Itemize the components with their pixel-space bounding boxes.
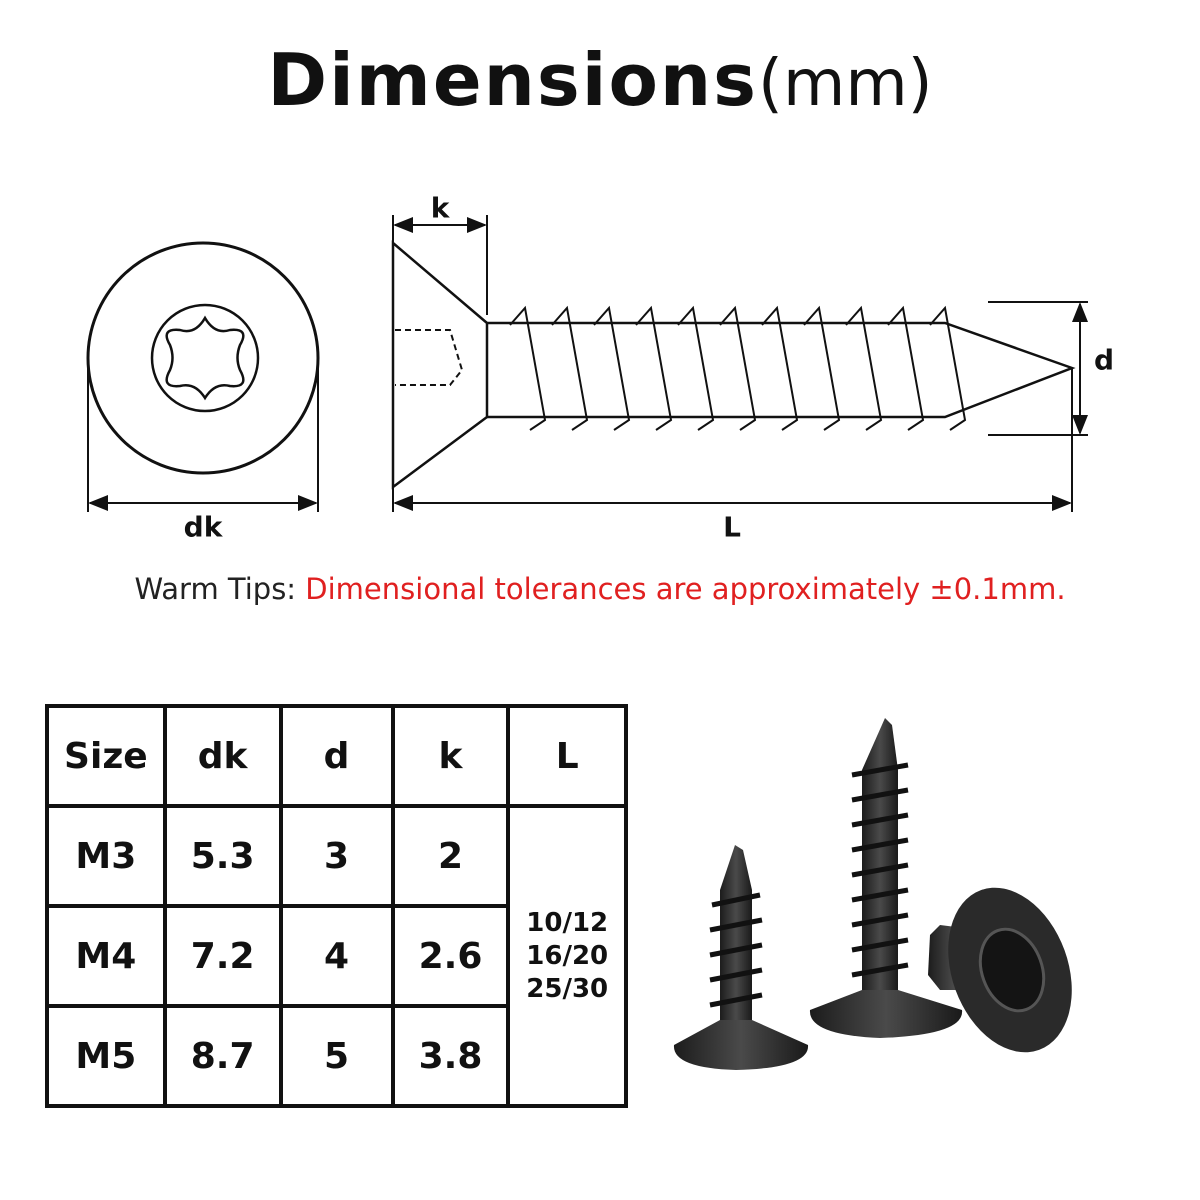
header-cell: dk [162, 704, 283, 808]
size-cell: M5 [45, 1004, 167, 1108]
k-cell: 3.8 [390, 1004, 511, 1108]
screw-small-icon [673, 845, 809, 1070]
dk-cell: 5.3 [162, 804, 283, 908]
header-cell: d [278, 704, 395, 808]
k-label: k [430, 191, 450, 225]
l-label: L [723, 510, 741, 544]
dk-cell: 8.7 [162, 1004, 283, 1108]
k-cell: 2 [390, 804, 511, 908]
header-cell: Size [45, 704, 167, 808]
torx-head-icon [86, 241, 320, 475]
d-cell: 3 [278, 804, 395, 908]
header-cell: k [390, 704, 511, 808]
d-label: d [1093, 343, 1115, 377]
screws-photo [673, 718, 1072, 1070]
size-cell: M4 [45, 904, 167, 1008]
page-title: Dimensions(mm) [267, 38, 933, 122]
screw-side-view-icon [391, 240, 1076, 490]
technical-drawing [86, 215, 1088, 512]
screw-lying-icon [928, 887, 1072, 1053]
header-cell: L [506, 704, 628, 808]
warm-tips: Warm Tips: Dimensional tolerances are ap… [134, 572, 1066, 606]
d-cell: 4 [278, 904, 395, 1008]
size-cell: M3 [45, 804, 167, 908]
table-header-row: Size dk d k L [45, 704, 628, 808]
table-row: M5 8.7 5 3.8 [45, 1004, 626, 1108]
table-row: M4 7.2 4 2.6 [45, 904, 626, 1008]
dk-label: dk [183, 510, 223, 544]
dk-cell: 7.2 [162, 904, 283, 1008]
k-cell: 2.6 [390, 904, 511, 1008]
screw-large-icon [809, 718, 963, 1038]
d-cell: 5 [278, 1004, 395, 1108]
